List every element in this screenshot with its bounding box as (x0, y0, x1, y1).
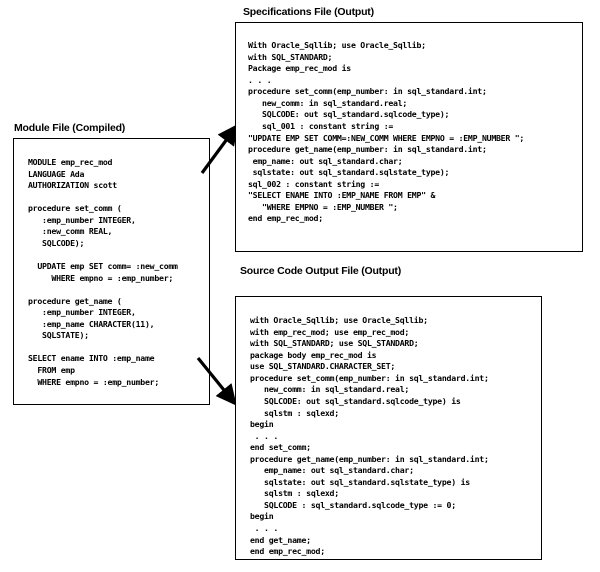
specifications-file-title: Specifications File (Output) (243, 6, 374, 18)
source-code-output-file-box: with Oracle_Sqllib; use Oracle_Sqllib; w… (235, 296, 542, 560)
module-file-box: MODULE emp_rec_mod LANGUAGE Ada AUTHORIZ… (13, 138, 210, 405)
module-file-code: MODULE emp_rec_mod LANGUAGE Ada AUTHORIZ… (28, 157, 178, 387)
arrow-module-to-specifications-icon (200, 123, 239, 174)
specifications-file-code: With Oracle_Sqllib; use Oracle_Sqllib; w… (248, 40, 525, 224)
source-code-output-file-title: Source Code Output File (Output) (240, 265, 402, 277)
module-file-title: Module File (Compiled) (14, 122, 126, 134)
source-code-output-file-code: with Oracle_Sqllib; use Oracle_Sqllib; w… (250, 315, 489, 557)
specifications-file-box: With Oracle_Sqllib; use Oracle_Sqllib; w… (235, 22, 583, 252)
arrow-module-to-source-code-icon (196, 356, 237, 406)
